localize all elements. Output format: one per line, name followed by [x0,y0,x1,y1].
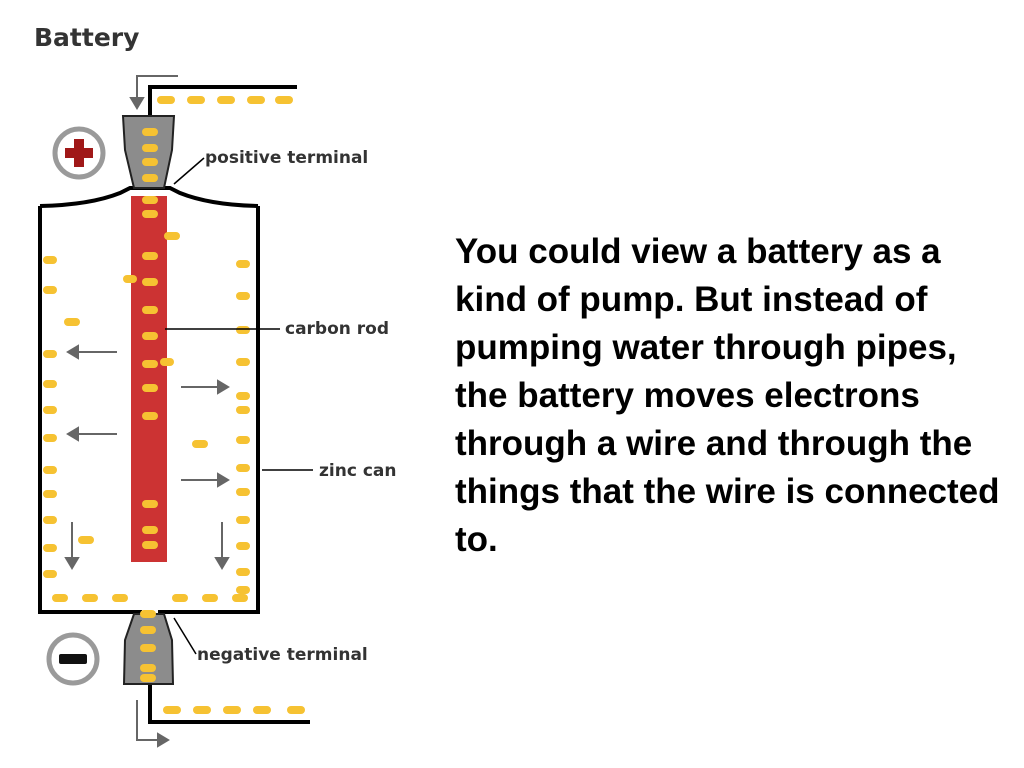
positive-terminal-label: positive terminal [205,148,368,168]
negative-wire [148,683,310,724]
battery-top-cap [39,186,259,208]
electron [43,350,57,358]
electron [142,278,158,286]
electron [142,196,158,204]
electron [142,412,158,420]
electron [142,252,158,260]
flow-arrow-right-icon [181,472,230,488]
electron [193,706,211,714]
electron [123,275,137,283]
electron [236,260,250,268]
electron [142,332,158,340]
electron [172,594,188,602]
flow-arrow-left-icon [66,344,117,360]
electron [192,440,208,448]
electron [43,466,57,474]
electron [164,232,180,240]
electron [236,488,250,496]
electron [43,570,57,578]
electron [236,516,250,524]
zinc-can-label: zinc can [319,461,396,481]
electron [236,542,250,550]
diagram-title: Battery [34,23,139,52]
flow-arrow-right-icon [181,379,230,395]
negative-terminal-leader [173,617,197,655]
electron [236,586,250,594]
flow-arrow-down-icon [214,522,230,570]
electron [142,174,158,182]
electron [232,594,248,602]
electron [140,674,156,682]
electron [253,706,271,714]
electron [142,526,158,534]
electron [52,594,68,602]
electron [142,500,158,508]
electron [142,360,158,368]
electron [142,306,158,314]
plus-sign-icon [52,126,106,180]
electron [223,706,241,714]
electron [157,96,175,104]
electron [287,706,305,714]
battery-diagram: Battery [34,23,396,748]
electron [43,516,57,524]
electron [43,490,57,498]
electron [236,436,250,444]
electron [142,384,158,392]
electron [142,158,158,166]
electron [140,664,156,672]
electron [142,541,158,549]
electron [43,380,57,388]
wire-arrow-top-icon [129,75,178,110]
electron [82,594,98,602]
electron [142,144,158,152]
electron [163,706,181,714]
electron [140,644,156,652]
flow-arrow-left-icon [66,426,117,442]
electrons [43,96,305,714]
positive-wire [148,85,297,118]
carbon-rod-label: carbon rod [285,319,389,339]
electron [236,292,250,300]
electron [236,568,250,576]
electron [142,128,158,136]
electron [112,594,128,602]
electron [160,358,174,366]
electron [217,96,235,104]
electron [43,256,57,264]
electron [236,392,250,400]
electron [202,594,218,602]
electron [64,318,80,326]
electron [43,434,57,442]
explanation-paragraph: You could view a battery as a kind of pu… [455,232,1000,559]
electron [187,96,205,104]
electron [236,326,250,334]
electron [236,464,250,472]
positive-terminal-leader [173,157,205,185]
electron [236,406,250,414]
electron [43,406,57,414]
electron [236,358,250,366]
electron [247,96,265,104]
minus-sign-icon [46,632,100,686]
flow-arrow-down-icon [64,522,80,570]
electron [140,610,156,618]
electron [140,626,156,634]
electron [275,96,293,104]
electron [78,536,94,544]
negative-terminal-label: negative terminal [197,645,368,665]
electron [43,286,57,294]
electron [142,210,158,218]
electron [43,544,57,552]
wire-arrow-bottom-icon [136,700,170,748]
